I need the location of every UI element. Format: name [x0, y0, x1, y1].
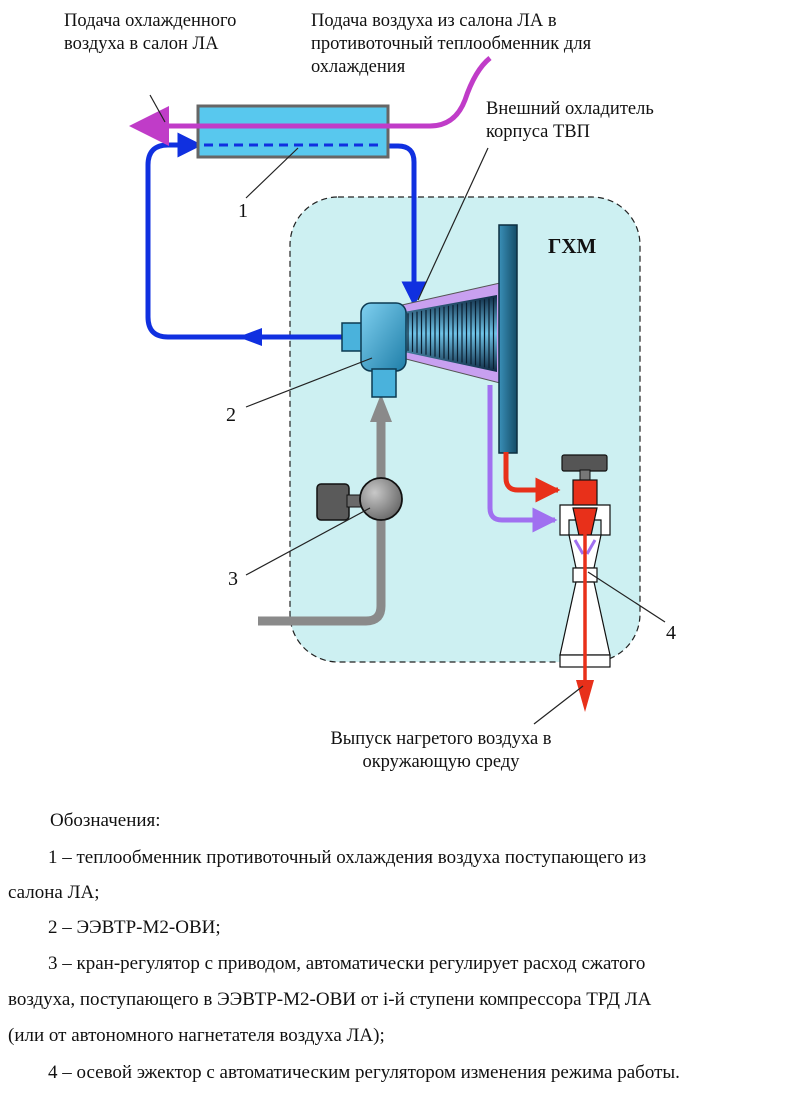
legend-item-3-line-1: 3 – кран-регулятор с приводом, автоматич…: [48, 953, 646, 974]
cabin-air-line: [129, 56, 492, 146]
callout-2: 2: [226, 404, 236, 426]
eevtr-bottom-port: [371, 368, 397, 398]
ghm-flange: [498, 224, 518, 454]
ghm-label: ГХМ: [548, 234, 597, 258]
coolant-loop-line: [145, 132, 344, 340]
coolant-return-line: [384, 143, 427, 307]
callout-4: 4: [666, 622, 676, 644]
legend-item-1-line-1: 1 – теплообменник противоточный охлажден…: [48, 847, 647, 868]
label-cooled-air-supply: Подача охлажденного воздуха в салон ЛА: [64, 11, 237, 54]
leader-lines: [149, 94, 666, 725]
legend-item-3-line-2: воздуха, поступающего в ЭЭВТР-М2-ОВИ от …: [8, 989, 652, 1010]
compressed-air-line: [258, 420, 386, 626]
label-external-cooler: Внешний охладитель корпуса ТВП: [486, 99, 654, 142]
radiator-fins: [404, 295, 497, 372]
legend-item-2: 2 – ЭЭВТР-М2-ОВИ;: [48, 917, 221, 938]
valve-actuator: [316, 483, 350, 521]
compressed-air-arrow: [370, 394, 392, 422]
hot-flow-line: [503, 452, 561, 503]
cold-flow-line: [487, 385, 558, 533]
eevtr-body: [360, 302, 407, 372]
legend-heading: Обозначения:: [50, 810, 161, 831]
schematic-diagram: ГХМ: [129, 56, 666, 725]
valve-body: [359, 477, 403, 521]
coolant-arrow-left: [238, 328, 262, 346]
heat-exchanger: [196, 104, 390, 159]
ejector: [559, 454, 611, 712]
callout-3: 3: [228, 568, 238, 590]
legend-item-1-line-2: салона ЛА;: [8, 882, 100, 903]
callout-1: 1: [238, 200, 248, 222]
legend-item-3-line-3: (или от автономного нагнетателя воздуха …: [8, 1025, 385, 1046]
label-cabin-air-supply: Подача воздуха из салона ЛА в противоточ…: [311, 11, 592, 77]
legend-item-4: 4 – осевой эжектор с автоматическим регу…: [48, 1062, 680, 1083]
label-exhaust: Выпуск нагретого воздуха в окружающую ср…: [330, 729, 552, 772]
